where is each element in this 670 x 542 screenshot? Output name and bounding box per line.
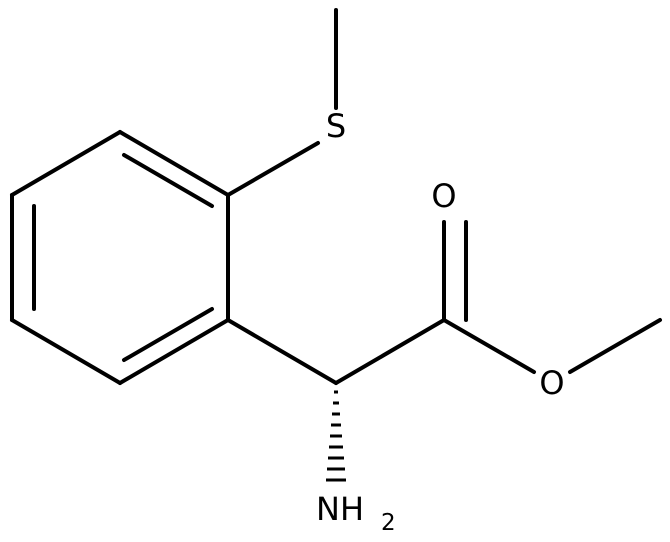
ester-oxygen-label: O [539,364,564,402]
bond-ring-alpha-carbon [226,318,338,385]
ring-bond-top [118,130,230,197]
amine-label: NH [316,490,364,528]
ring-bond-bottom-right-inner [122,307,214,362]
ring-bond-bottom-right [118,318,230,385]
hashed-wedge-bond [326,390,346,482]
bond-alpha-carbon-carbonyl [334,318,446,385]
bond-carbonyl-ester-oxygen [442,318,536,374]
sulfur-label: S [326,107,346,145]
bond-ester-oxygen-methyl [568,318,662,374]
amine-subscript: 2 [381,510,396,536]
ring-bond-top-inner [122,153,214,208]
ring-bond-bottom-left [10,318,122,385]
carbonyl-oxygen-label: O [431,177,456,215]
bond-ring-sulfur [226,141,320,197]
benzene-ring [10,130,230,385]
ring-bond-top-left [10,130,122,197]
